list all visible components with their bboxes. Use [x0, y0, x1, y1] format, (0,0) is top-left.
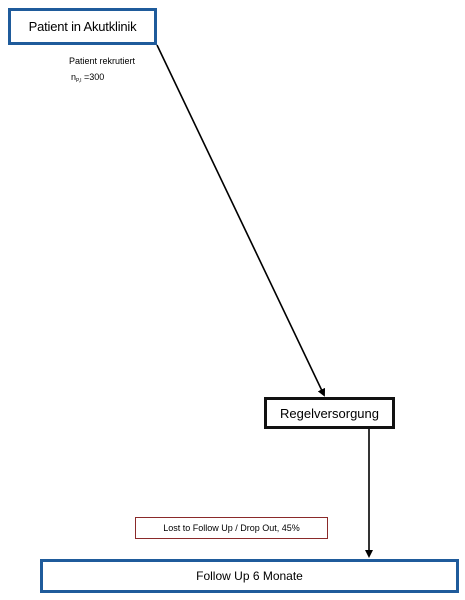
regelversorgung-label: Regelversorgung — [279, 405, 379, 421]
lost-to-follow-up-box: Lost to Follow Up / Drop Out, 45% — [135, 517, 328, 539]
patient-recruited-label: Patient rekrutiert — [69, 56, 136, 66]
follow-up-box: Follow Up 6 Monate — [40, 559, 459, 593]
sample-size-value: =300 — [84, 72, 105, 82]
sample-size-label: nP,I =300 — [71, 72, 104, 84]
regelversorgung-box: Regelversorgung — [264, 397, 395, 429]
sample-size-subscript: P,I — [76, 78, 82, 84]
patient-in-akutklinik-label: Patient in Akutklinik — [28, 19, 137, 34]
sample-size-symbol: n — [71, 72, 77, 82]
patient-in-akutklinik-box: Patient in Akutklinik — [8, 8, 157, 45]
arrow-patient-to-regelversorgung — [156, 44, 326, 397]
lost-to-follow-up-label: Lost to Follow Up / Drop Out, 45% — [163, 523, 300, 533]
follow-up-label: Follow Up 6 Monate — [196, 569, 303, 583]
